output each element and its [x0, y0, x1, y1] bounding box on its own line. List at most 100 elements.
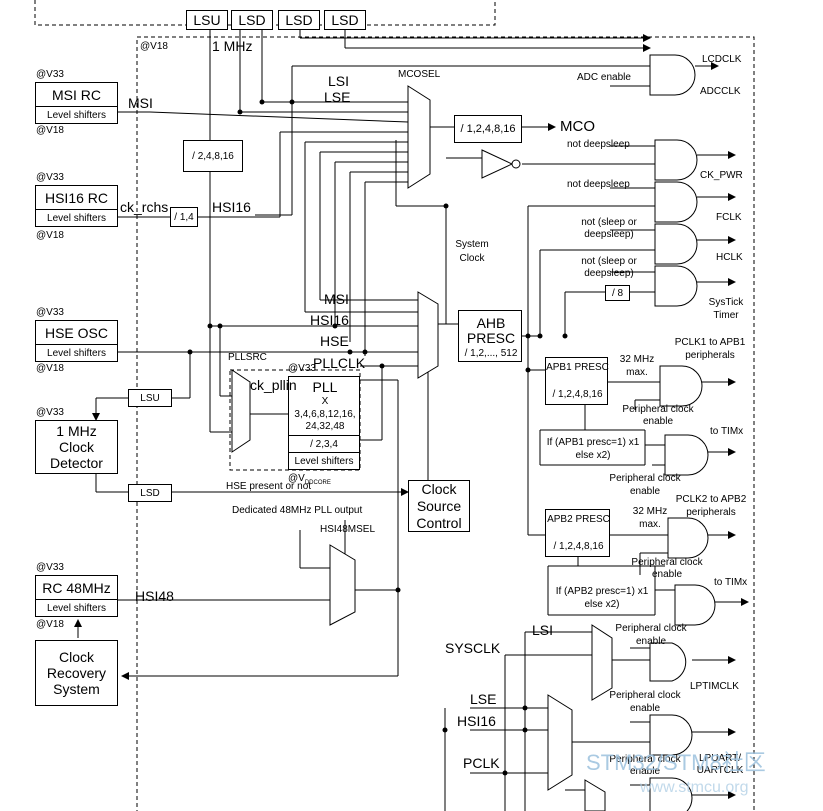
msi-level-shifters: Level shifters — [36, 106, 117, 123]
apb2-presc-div: / 1,2,4,8,16 — [553, 541, 604, 552]
div-8-label: / 8 — [611, 287, 624, 299]
and-gate-lptim — [649, 642, 687, 682]
v18-domain-label: @V18 — [140, 41, 168, 52]
32mhz-max-label-2: 32 MHz max. — [632, 506, 668, 530]
mcosel-label: MCOSEL — [398, 69, 441, 80]
lsu-box-label: LSU — [140, 392, 160, 404]
div-8-box: / 8 — [605, 285, 630, 301]
mhz-clock-detector-block: 1 MHz Clock Detector — [35, 420, 118, 474]
hse-signal-label-2: HSE — [320, 333, 349, 349]
mco-label: MCO — [560, 118, 595, 135]
peripheral-enable-label-4: Peripheral clock enable — [615, 623, 687, 647]
vddcore-subscript: DDCORE — [304, 480, 331, 486]
lse-signal-label-2: LSE — [470, 691, 497, 707]
sysclk-mux — [417, 291, 439, 379]
rc48-level-shifters: Level shifters — [36, 599, 117, 616]
hsi48msel-label: HSI48MSEL — [320, 524, 376, 535]
hsi16-rc-block: HSI16 RC Level shifters — [35, 185, 118, 227]
lsd-box-label: LSD — [140, 487, 160, 499]
v18-label-hsi: @V18 — [36, 230, 64, 241]
peripheral-enable-label-5: Peripheral clock enable — [609, 690, 681, 714]
hsi16-level-shifters: Level shifters — [36, 209, 117, 226]
msi-signal-label: MSI — [128, 95, 153, 111]
clock-source-control-label: Clock Source Control — [416, 480, 462, 531]
hse-level-shifters: Level shifters — [36, 344, 117, 361]
lsd-label-2: LSD — [285, 12, 313, 28]
mcosel-mux — [407, 85, 431, 189]
mhz-detector-label: 1 MHz Clock Detector — [50, 423, 103, 471]
apb1-presc-title: APB1 PRESC — [546, 362, 609, 373]
v33-label-rc48: @V33 — [36, 562, 64, 573]
lsd-box-top-2: LSD — [278, 10, 320, 30]
lptim-mux — [591, 624, 613, 701]
lsu-box-top: LSU — [186, 10, 228, 30]
div-1-4-box: / 1,4 — [170, 207, 198, 227]
clock-source-control-block: Clock Source Control — [408, 480, 470, 532]
pllsrc-label: PLLSRC — [228, 352, 267, 363]
vddcore-label: @VDDCORE — [288, 474, 331, 487]
adcclk-label: ADCCLK — [700, 86, 741, 97]
pll-block: PLL X 3,4,6,8,12,16, 24,32,48 / 2,3,4 Le… — [288, 376, 360, 470]
hsi16-signal-label: HSI16 — [212, 199, 251, 215]
mhz-label-top: 1 MHz — [212, 38, 253, 54]
and-gate-pclk2 — [667, 517, 709, 559]
clock-recovery-system-block: Clock Recovery System — [35, 640, 118, 706]
and-gate-fclk — [654, 181, 698, 223]
apb2-if-label: If (APB2 presc=1) x1 else x2) — [555, 586, 649, 610]
hsi48-signal-label: HSI48 — [135, 588, 174, 604]
hclk-label: HCLK — [716, 252, 743, 263]
and-gate-systick — [654, 265, 698, 307]
systick-label: SysTick Timer — [708, 297, 744, 321]
32mhz-max-label-1: 32 MHz max. — [619, 354, 655, 378]
dedicated-48mhz-label: Dedicated 48MHz PLL output — [232, 505, 363, 516]
ck-pllin-label: ck_pllin — [250, 377, 297, 393]
div-2-16-label: / 2,4,8,16 — [192, 150, 234, 162]
bottom-mux — [584, 779, 606, 811]
fclk-label: FCLK — [716, 212, 742, 223]
pll-level-shifters: Level shifters — [289, 452, 359, 469]
v33-label-hse: @V33 — [36, 307, 64, 318]
pclk1-label: PCLK1 to APB1 peripherals — [674, 337, 746, 361]
and-gate-lcd-adc — [649, 54, 696, 96]
ahb-presc-title: AHB PRESC — [466, 315, 516, 346]
lsd-label-3: LSD — [331, 12, 359, 28]
apb2-presc-title: APB2 PRESC — [547, 514, 610, 525]
pclk-signal-label: PCLK — [463, 755, 500, 771]
peripheral-enable-label-1: Peripheral clock enable — [622, 404, 694, 427]
v33-label-detector: @V33 — [36, 407, 64, 418]
v18-domain-boundary — [136, 36, 755, 811]
v18-label-rc48: @V18 — [36, 619, 64, 630]
pll-x: X — [321, 396, 329, 407]
inverter-bubble — [511, 159, 521, 169]
to-timx-label-1: to TIMx — [710, 426, 744, 437]
inverter-triangle — [481, 149, 514, 179]
pll-mul: 3,4,6,8,12,16, 24,32,48 — [294, 409, 356, 432]
and-gate-bottom — [649, 777, 693, 811]
and-gate-lpuart — [649, 714, 693, 756]
lsd-box-top-3: LSD — [324, 10, 366, 30]
pll-title: PLL — [312, 379, 338, 395]
lsu-box: LSU — [128, 389, 172, 407]
sysclk-label: SYSCLK — [445, 640, 501, 656]
lcdclk-label: LCDCLK — [702, 54, 742, 65]
mco-divider-label: / 1,2,4,8,16 — [460, 123, 516, 135]
not-sleep-label-2: not (sleep or deepsleep) — [581, 256, 637, 279]
hse-osc-title: HSE OSC — [44, 325, 108, 341]
div-1-4-label: / 1,4 — [174, 211, 194, 223]
peripheral-enable-label-2: Peripheral clock enable — [609, 473, 681, 497]
lpuart-mux — [547, 694, 573, 791]
and-gate-timx2 — [674, 584, 716, 626]
watermark-url: www.stmcu.org — [640, 779, 749, 796]
apb1-presc-block: APB1 PRESC / 1,2,4,8,16 — [545, 357, 609, 405]
and-gate-hclk — [654, 223, 698, 265]
and-gate-timx1 — [664, 434, 709, 476]
lsd-label-1: LSD — [238, 12, 266, 28]
lsd-box: LSD — [128, 484, 172, 502]
pllsrc-mux — [231, 369, 251, 453]
lpuart-label: LPUART/ UARTCLK — [696, 753, 744, 776]
ck-rchs-label: ck_rchs — [120, 199, 169, 215]
not-deepsleep-label-1: not deepsleep — [567, 139, 630, 150]
lsd-box-top-1: LSD — [231, 10, 273, 30]
